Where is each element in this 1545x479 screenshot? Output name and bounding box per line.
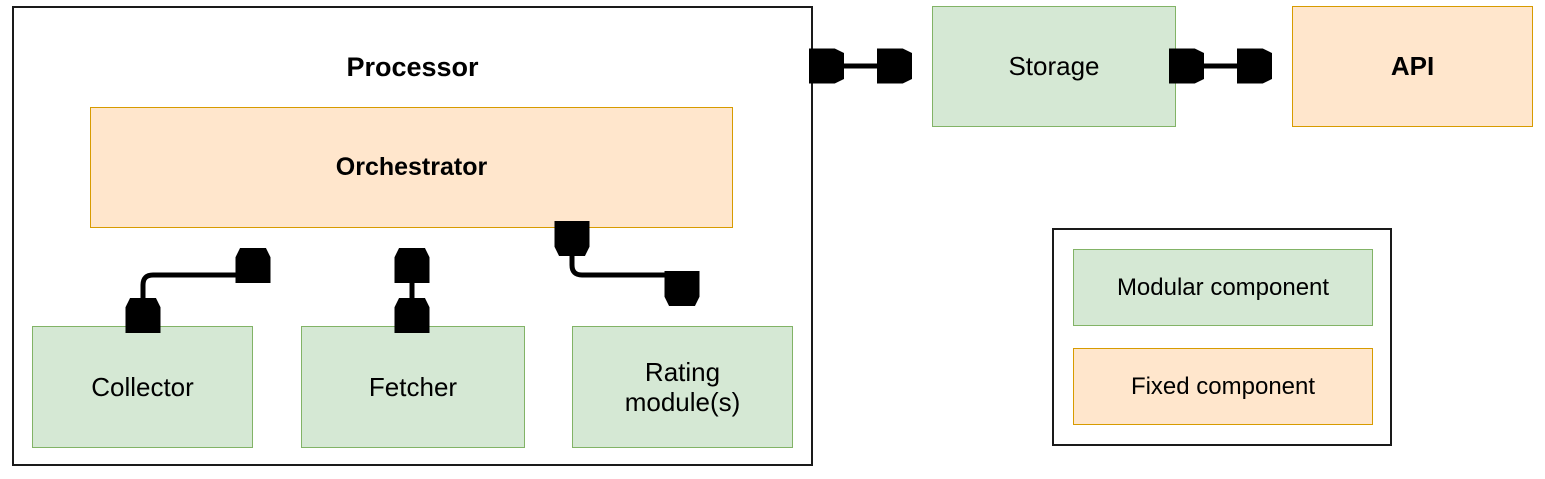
orchestrator-box[interactable]: Orchestrator bbox=[90, 107, 733, 228]
rating-module-label-line2: module(s) bbox=[624, 387, 741, 417]
processor-title: Processor bbox=[346, 52, 479, 82]
collector-box[interactable]: Collector bbox=[32, 326, 253, 448]
legend-item-modular: Modular component bbox=[1073, 249, 1373, 326]
api-box[interactable]: API bbox=[1292, 6, 1533, 127]
rating-module-label-line1: Rating bbox=[644, 356, 721, 387]
storage-box[interactable]: Storage bbox=[932, 6, 1176, 127]
legend-item-fixed: Fixed component bbox=[1073, 348, 1373, 425]
fetcher-box[interactable]: Fetcher bbox=[301, 326, 525, 448]
rating-module-box[interactable]: Rating module(s) bbox=[572, 326, 793, 448]
